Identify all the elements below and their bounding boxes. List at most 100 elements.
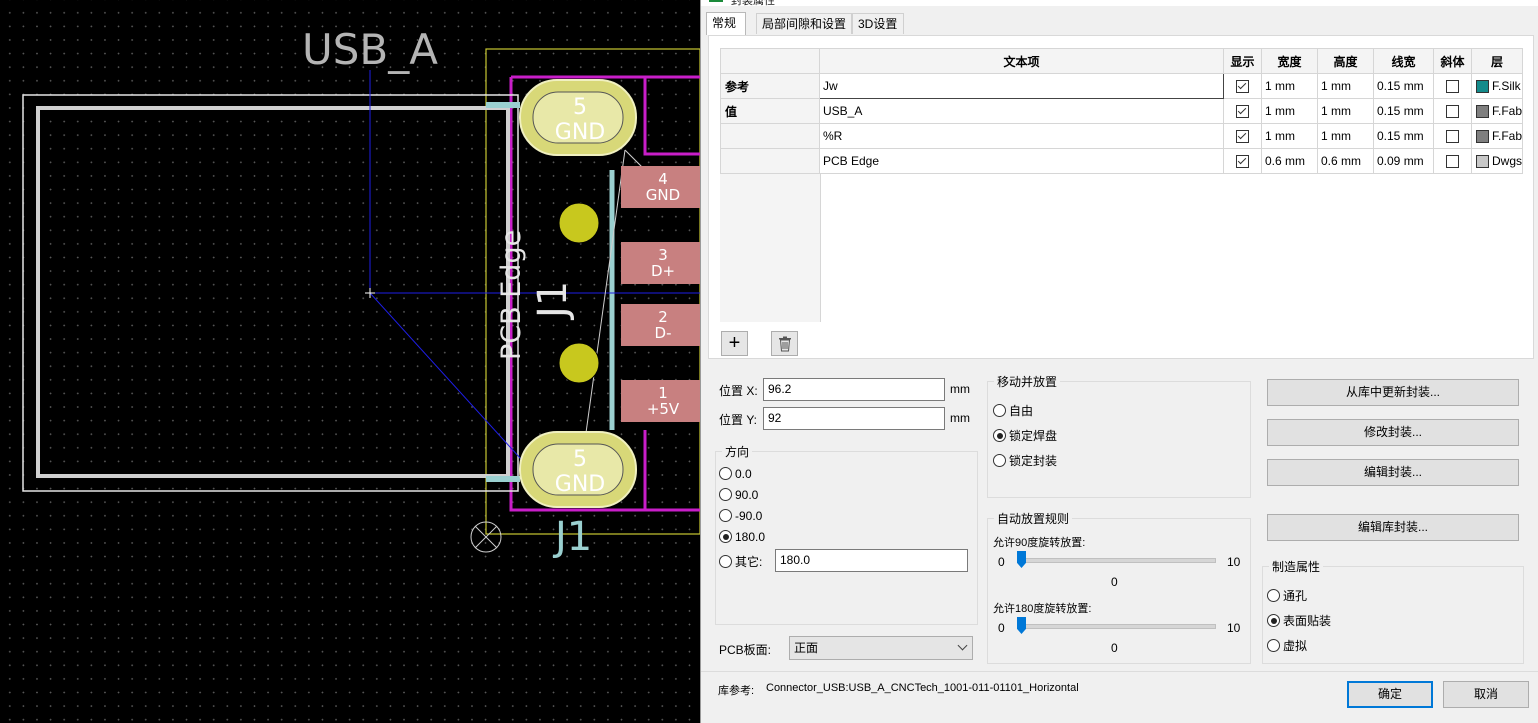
pad-name: +5V — [647, 400, 680, 418]
ok-button[interactable]: 确定 — [1347, 681, 1433, 708]
tab-general[interactable]: 常规 — [706, 12, 746, 35]
text-cell[interactable]: %R — [819, 123, 1224, 149]
dialog-title: 封装属性 — [731, 0, 775, 7]
ratsnest-line — [584, 149, 626, 441]
pcb-canvas[interactable]: USB_A J1 J1 PCB Edge 5 GND 4 GND 3 D+ 2 … — [0, 0, 700, 723]
tab-clearance[interactable]: 局部间隙和设置 — [756, 13, 852, 34]
pos-y-input[interactable]: 92 — [763, 407, 945, 430]
update-from-library-button[interactable]: 从库中更新封装... — [1267, 379, 1519, 406]
width-cell[interactable]: 1 mm — [1261, 73, 1318, 99]
thickness-cell[interactable]: 0.15 mm — [1373, 123, 1434, 149]
lock-pads-radio[interactable]: 锁定焊盘 — [993, 428, 1057, 444]
pad-num: 2 — [658, 308, 668, 326]
height-cell[interactable]: 1 mm — [1317, 123, 1374, 149]
radio-label: 虚拟 — [1283, 639, 1308, 653]
mount-hole-1 — [558, 202, 600, 244]
rot180-min: 0 — [998, 621, 1005, 635]
col-header-height[interactable]: 高度 — [1317, 48, 1374, 74]
orient-0-radio[interactable]: 0.0 — [719, 466, 752, 482]
layer-cell[interactable]: F.Silk — [1470, 73, 1524, 99]
radio-label: 表面贴装 — [1283, 614, 1332, 628]
show-checkbox[interactable] — [1236, 80, 1249, 94]
height-cell[interactable]: 1 mm — [1317, 98, 1374, 124]
italic-cell[interactable] — [1433, 123, 1472, 149]
show-checkbox[interactable] — [1236, 105, 1249, 119]
orient-neg90-radio[interactable]: -90.0 — [719, 508, 762, 524]
thickness-cell[interactable]: 0.15 mm — [1373, 98, 1434, 124]
show-checkbox[interactable] — [1236, 155, 1249, 169]
layer-name: F.Fab — [1492, 103, 1523, 118]
show-cell[interactable] — [1223, 123, 1262, 149]
pad-4 — [621, 166, 700, 208]
orient-180-radio[interactable]: 180.0 — [719, 529, 765, 545]
tab-3d[interactable]: 3D设置 — [852, 13, 904, 34]
trash-icon — [778, 336, 791, 352]
width-cell[interactable]: 1 mm — [1261, 98, 1318, 124]
height-cell[interactable]: 0.6 mm — [1317, 148, 1374, 174]
lock-footprint-radio[interactable]: 锁定封装 — [993, 453, 1057, 469]
edit-footprint-button[interactable]: 编辑封装... — [1267, 459, 1519, 486]
rot90-slider-thumb[interactable] — [1017, 551, 1026, 568]
move-free-radio[interactable]: 自由 — [993, 403, 1033, 419]
show-checkbox[interactable] — [1236, 130, 1249, 144]
text-cell-editing[interactable]: Jw — [819, 73, 1224, 99]
width-cell[interactable]: 0.6 mm — [1261, 148, 1318, 174]
orient-other-radio[interactable]: 其它: — [719, 554, 762, 570]
fab-through-hole-radio[interactable]: 通孔 — [1267, 588, 1307, 604]
col-header-text[interactable]: 文本项 — [819, 48, 1224, 74]
pos-x-input[interactable]: 96.2 — [763, 378, 945, 401]
italic-checkbox[interactable] — [1446, 105, 1459, 119]
footprint-properties-dialog: 封装属性 常规 局部间隙和设置 3D设置 文本项 显示 宽度 高度 线宽 斜体 … — [700, 0, 1538, 723]
italic-cell[interactable] — [1433, 98, 1472, 124]
text-cell[interactable]: USB_A — [819, 98, 1224, 124]
cancel-button[interactable]: 取消 — [1443, 681, 1529, 708]
orient-90-radio[interactable]: 90.0 — [719, 487, 758, 503]
pad-name: D+ — [651, 262, 675, 280]
col-header-corner — [720, 48, 820, 74]
italic-cell[interactable] — [1433, 148, 1472, 174]
show-cell[interactable] — [1223, 98, 1262, 124]
col-header-show[interactable]: 显示 — [1223, 48, 1262, 74]
reference-label-bottom: J1 — [552, 514, 592, 560]
pos-x-label: 位置 X: — [719, 384, 758, 398]
italic-checkbox[interactable] — [1446, 80, 1459, 94]
height-cell[interactable]: 1 mm — [1317, 73, 1374, 99]
rot180-slider-track[interactable] — [1017, 624, 1216, 629]
text-items-table: 文本项 显示 宽度 高度 线宽 斜体 层 参考 Jw 1 mm 1 mm 0.1… — [720, 48, 1524, 174]
italic-checkbox[interactable] — [1446, 155, 1459, 169]
rot90-slider-track[interactable] — [1017, 558, 1216, 563]
italic-cell[interactable] — [1433, 73, 1472, 99]
layer-cell[interactable]: Dwgs — [1470, 148, 1524, 174]
delete-field-button[interactable] — [771, 331, 798, 356]
dialog-titlebar[interactable]: 封装属性 — [701, 0, 1538, 7]
change-footprint-button[interactable]: 修改封装... — [1267, 419, 1519, 446]
thickness-cell[interactable]: 0.09 mm — [1373, 148, 1434, 174]
layer-cell[interactable]: F.Fab — [1470, 98, 1524, 124]
thickness-cell[interactable]: 0.15 mm — [1373, 73, 1434, 99]
pos-x-unit: mm — [950, 382, 970, 396]
fab-virtual-radio[interactable]: 虚拟 — [1267, 638, 1307, 654]
radio-dot — [719, 509, 732, 523]
col-header-width[interactable]: 宽度 — [1261, 48, 1318, 74]
show-cell[interactable] — [1223, 148, 1262, 174]
fab-smd-radio[interactable]: 表面贴装 — [1267, 613, 1331, 629]
text-cell[interactable]: PCB Edge — [819, 148, 1224, 174]
layer-cell[interactable]: F.Fab — [1470, 123, 1524, 149]
italic-checkbox[interactable] — [1446, 130, 1459, 144]
col-header-thickness[interactable]: 线宽 — [1373, 48, 1434, 74]
add-field-button[interactable]: + — [721, 331, 748, 356]
footer-divider — [701, 671, 1538, 672]
orient-other-input[interactable]: 180.0 — [775, 549, 968, 572]
col-header-layer[interactable]: 层 — [1470, 48, 1524, 74]
auto-place-group: 自动放置规则 — [987, 510, 1251, 664]
radio-label: 锁定封装 — [1009, 454, 1058, 468]
show-cell[interactable] — [1223, 73, 1262, 99]
pcb-edge-label: PCB Edge — [496, 230, 527, 360]
board-side-select[interactable]: 正面 — [789, 636, 973, 660]
edit-library-footprint-button[interactable]: 编辑库封装... — [1267, 514, 1519, 541]
pos-y-label: 位置 Y: — [719, 413, 758, 427]
width-cell[interactable]: 1 mm — [1261, 123, 1318, 149]
pad-num: 5 — [573, 447, 587, 472]
col-header-italic[interactable]: 斜体 — [1433, 48, 1472, 74]
rot180-slider-thumb[interactable] — [1017, 617, 1026, 634]
